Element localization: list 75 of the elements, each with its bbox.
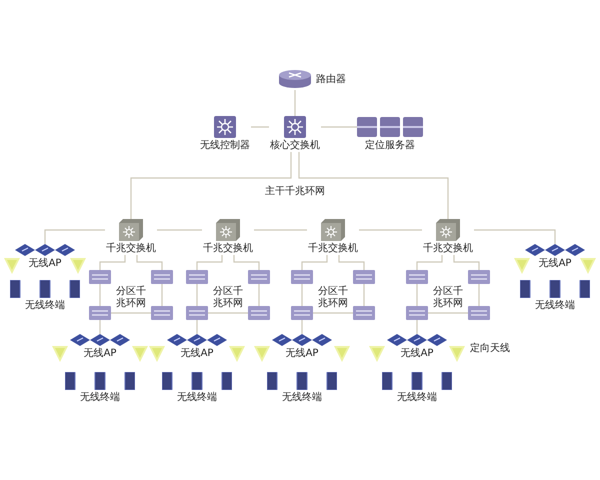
connector-line bbox=[111, 312, 151, 314]
switch-icon bbox=[248, 306, 270, 320]
connector-line bbox=[301, 284, 303, 306]
switch-icon bbox=[406, 306, 428, 320]
connector-line bbox=[453, 255, 480, 270]
switch-icon bbox=[291, 270, 313, 284]
connector-line bbox=[428, 312, 468, 314]
device-label: 无线AP bbox=[538, 258, 572, 270]
device-label: 无线AP bbox=[84, 348, 116, 360]
connector-line bbox=[313, 312, 353, 314]
device-label: 千兆交换机 bbox=[423, 243, 473, 255]
device-label: 无线终端 bbox=[282, 392, 322, 404]
device-label: 路由器 bbox=[316, 74, 346, 86]
device-label: 千兆交换机 bbox=[106, 243, 156, 255]
connector-line bbox=[196, 255, 223, 270]
switch-icon bbox=[291, 306, 313, 320]
device-label: 无线终端 bbox=[25, 300, 65, 312]
connector-line bbox=[161, 284, 163, 306]
network-label: 分区千兆环网 bbox=[318, 286, 348, 310]
connector-line bbox=[196, 320, 198, 334]
network-label: 分区千兆环网 bbox=[213, 286, 243, 310]
connector-line bbox=[416, 255, 443, 270]
connector-line bbox=[99, 255, 126, 270]
connector-line bbox=[251, 126, 269, 128]
antenna-label: 定向天线 bbox=[469, 343, 511, 355]
device-label: 无线AP bbox=[286, 348, 318, 360]
connector-line bbox=[301, 255, 328, 270]
connector-line bbox=[99, 284, 101, 306]
network-label: 分区千兆环网 bbox=[433, 286, 463, 310]
connector-line bbox=[416, 284, 418, 306]
switch-icon bbox=[151, 270, 173, 284]
connector-line bbox=[99, 320, 101, 334]
switch-icon bbox=[248, 270, 270, 284]
device-label: 定位服务器 bbox=[365, 140, 415, 152]
device-label: 无线AP bbox=[180, 348, 214, 360]
switch-icon bbox=[353, 270, 375, 284]
connector-line bbox=[254, 229, 307, 231]
device-label: 无线终端 bbox=[80, 392, 120, 404]
connector-line bbox=[196, 284, 198, 306]
switch-icon bbox=[353, 306, 375, 320]
network-label: 主干千兆环网 bbox=[265, 186, 325, 198]
switch-icon bbox=[468, 306, 490, 320]
switch-icon bbox=[89, 270, 111, 284]
device-label: 千兆交换机 bbox=[203, 243, 253, 255]
connector-line bbox=[208, 312, 248, 314]
connector-line bbox=[130, 152, 292, 219]
switch-icon bbox=[406, 270, 428, 284]
switch-icon bbox=[151, 306, 173, 320]
connector-line bbox=[338, 255, 365, 270]
connector-line bbox=[44, 229, 105, 244]
connector-line bbox=[157, 229, 202, 231]
connector-line bbox=[321, 126, 357, 128]
device-label: 无线终端 bbox=[397, 392, 437, 404]
connector-line bbox=[258, 284, 260, 306]
connector-line bbox=[301, 320, 303, 334]
network-label: 分区千兆环网 bbox=[116, 286, 146, 310]
switch-icon bbox=[89, 306, 111, 320]
device-label: 无线AP bbox=[400, 348, 434, 360]
connector-line bbox=[478, 284, 480, 306]
switch-icon bbox=[186, 306, 208, 320]
device-label: 核心交换机 bbox=[270, 140, 320, 152]
device-label: 无线AP bbox=[28, 258, 62, 270]
connector-line bbox=[136, 255, 163, 270]
connector-line bbox=[474, 229, 556, 244]
device-label: 无线终端 bbox=[535, 300, 575, 312]
connector-line bbox=[363, 284, 365, 306]
connector-line bbox=[298, 152, 449, 219]
device-label: 无线控制器 bbox=[200, 140, 250, 152]
device-label: 无线终端 bbox=[177, 392, 217, 404]
switch-icon bbox=[186, 270, 208, 284]
switch-icon bbox=[468, 270, 490, 284]
connector-line bbox=[416, 320, 418, 334]
connector-line bbox=[359, 229, 422, 231]
device-label: 千兆交换机 bbox=[308, 243, 358, 255]
connector-line bbox=[233, 255, 260, 270]
